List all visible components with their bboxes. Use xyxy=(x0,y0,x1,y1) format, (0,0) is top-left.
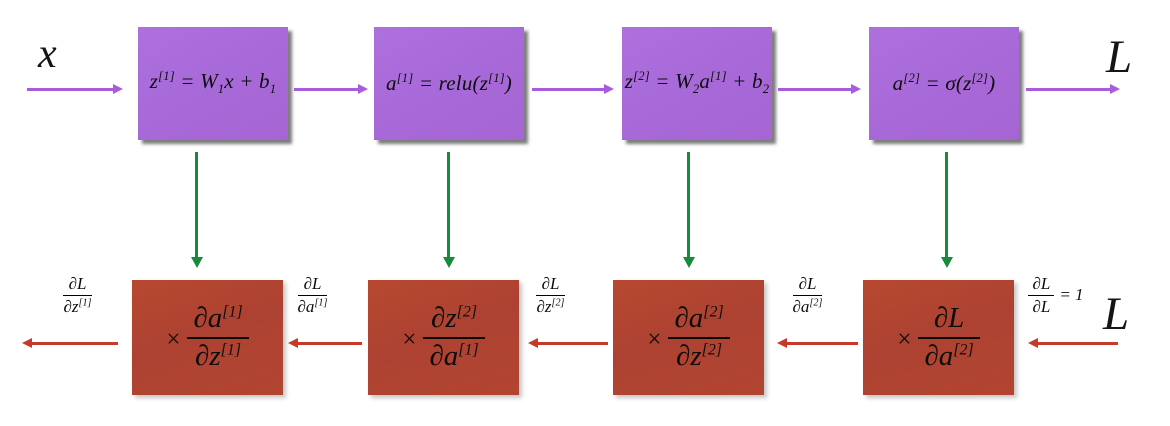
fraction-denominator: ∂z[1] xyxy=(63,296,92,316)
backward-box-dz2-da1: × ∂z[2] ∂a[1] xyxy=(368,280,519,395)
fraction-numerator: ∂a[1] xyxy=(187,302,249,339)
fraction-denominator: ∂a[1] xyxy=(429,339,479,372)
gradient-label-dL-dL: ∂L ∂L = 1 xyxy=(1008,274,1104,316)
backward-fraction-da1-dz1: ∂a[1] ∂z[1] xyxy=(187,302,249,372)
multiply-sign: × xyxy=(897,325,912,353)
forward-arrow-z1-to-a1 xyxy=(294,88,359,91)
forward-box-z2: z[2] = W2a[1] + b2 xyxy=(622,27,772,140)
fraction-numerator: ∂L xyxy=(918,302,980,339)
multiply-sign: × xyxy=(647,325,662,353)
gradient-fraction: ∂L ∂a[2] xyxy=(792,274,823,316)
multiply-sign: × xyxy=(166,325,181,353)
gradient-fraction: ∂L ∂z[1] xyxy=(63,274,92,316)
fraction-denominator: ∂a[2] xyxy=(792,296,823,316)
local-gradient-arrow-4 xyxy=(945,152,948,258)
multiply-sign: × xyxy=(402,325,417,353)
forward-arrow-z2-to-a2 xyxy=(778,88,852,91)
backward-fraction-dL-da2: ∂L ∂a[2] xyxy=(918,302,980,372)
gradient-fraction: ∂L ∂a[1] xyxy=(297,274,328,316)
fraction-denominator: ∂z[2] xyxy=(676,339,723,372)
fraction-numerator: ∂L xyxy=(1028,274,1055,296)
fraction-numerator: ∂z[2] xyxy=(423,302,485,339)
loss-variable-bottom: L xyxy=(1103,288,1130,340)
local-gradient-arrow-1 xyxy=(195,152,198,258)
fraction-denominator: ∂L xyxy=(1032,296,1051,316)
fraction-numerator: ∂L xyxy=(536,274,565,296)
local-gradient-arrow-3 xyxy=(687,152,690,258)
gradient-label-dL-dz1: ∂L ∂z[1] xyxy=(42,274,118,316)
fraction-numerator: ∂L xyxy=(63,274,92,296)
gradient-fraction: ∂L ∂z[2] xyxy=(536,274,565,316)
backward-arrow-dz2 xyxy=(537,342,608,345)
fraction-numerator: ∂L xyxy=(297,274,328,296)
forward-equation-z2: z[2] = W2a[1] + b2 xyxy=(624,69,770,97)
fraction-numerator: ∂a[2] xyxy=(668,302,730,339)
loss-variable-top: L xyxy=(1106,31,1133,83)
input-variable-x: x xyxy=(38,31,57,77)
gradient-label-dL-da1: ∂L ∂a[1] xyxy=(277,274,353,316)
backward-arrow-da2 xyxy=(786,342,858,345)
forward-equation-a2: a[2] = σ(z[2]) xyxy=(892,71,996,95)
local-gradient-arrow-2 xyxy=(447,152,450,258)
backward-arrow-da1 xyxy=(297,342,362,345)
backward-box-da1-dz1: × ∂a[1] ∂z[1] xyxy=(132,280,283,395)
forward-arrow-input-to-z1 xyxy=(27,88,114,91)
forward-arrow-a1-to-z2 xyxy=(532,88,605,91)
forward-box-a1: a[1] = relu(z[1]) xyxy=(374,27,524,140)
backward-fraction-dz2-da1: ∂z[2] ∂a[1] xyxy=(423,302,485,372)
fraction-denominator: ∂z[2] xyxy=(536,296,565,316)
forward-arrow-a2-to-loss xyxy=(1026,88,1111,91)
fraction-denominator: ∂z[1] xyxy=(195,339,242,372)
backward-arrow-dL xyxy=(1037,342,1118,345)
gradient-label-dL-dz2: ∂L ∂z[2] xyxy=(515,274,591,316)
backward-fraction-da2-dz2: ∂a[2] ∂z[2] xyxy=(668,302,730,372)
backward-arrow-dz1-out xyxy=(31,342,118,345)
gradient-label-suffix: = 1 xyxy=(1059,285,1084,305)
fraction-numerator: ∂L xyxy=(792,274,823,296)
gradient-fraction: ∂L ∂L xyxy=(1028,274,1055,316)
forward-equation-z1: z[1] = W1x + b1 xyxy=(149,69,277,97)
fraction-denominator: ∂a[2] xyxy=(924,339,974,372)
backward-box-da2-dz2: × ∂a[2] ∂z[2] xyxy=(613,280,764,395)
forward-box-a2: a[2] = σ(z[2]) xyxy=(869,27,1019,140)
forward-box-z1: z[1] = W1x + b1 xyxy=(138,27,288,140)
gradient-label-dL-da2: ∂L ∂a[2] xyxy=(772,274,848,316)
fraction-denominator: ∂a[1] xyxy=(297,296,328,316)
forward-equation-a1: a[1] = relu(z[1]) xyxy=(386,71,512,95)
backward-box-dL-da2: × ∂L ∂a[2] xyxy=(863,280,1014,395)
